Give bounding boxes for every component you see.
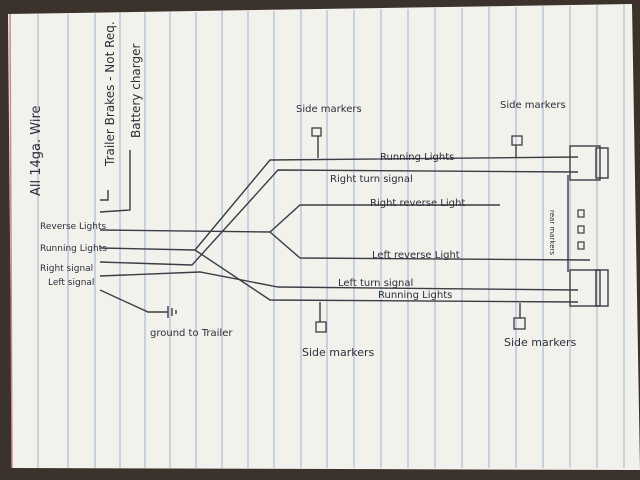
right-reverse-light-wire-label: Right reverse Light xyxy=(370,198,465,209)
wire-harness xyxy=(99,156,591,313)
side-marker-top-left xyxy=(311,127,322,137)
rear-markers-label: rear markers xyxy=(548,210,556,255)
reverse-lights-label: Reverse Lights xyxy=(40,222,106,232)
running-lights-top-wire-label: Running Lights xyxy=(380,152,454,163)
ground-symbol xyxy=(167,306,177,318)
side-marker-bottom-right xyxy=(513,317,526,330)
side-markers-bottom-right-label: Side markers xyxy=(504,336,577,349)
right-tail-light xyxy=(569,145,601,181)
margin-line xyxy=(9,13,13,469)
rear-marker-2 xyxy=(577,225,585,234)
rear-marker-3 xyxy=(577,241,585,250)
trailer-brakes-label: Trailer Brakes - Not Req. xyxy=(103,21,117,167)
side-markers-top-left-label: Side markers xyxy=(296,104,362,115)
side-markers-bottom-left-label: Side markers xyxy=(302,346,375,359)
rear-marker-1 xyxy=(577,209,585,218)
side-marker-bottom-left xyxy=(315,321,327,333)
left-signal-label: Left signal xyxy=(48,278,94,288)
left-tail-light xyxy=(569,269,601,307)
right-turn-signal-wire-label: Right turn signal xyxy=(330,174,413,185)
left-turn-signal-wire-label: Left turn signal xyxy=(338,278,413,289)
left-tail-light-cap xyxy=(595,269,609,307)
right-tail-light-cap xyxy=(595,147,609,179)
running-lights-label: Running Lights xyxy=(40,244,107,254)
side-marker-top-right xyxy=(511,135,523,146)
charger-wire xyxy=(99,150,131,213)
side-markers-top-right-label: Side markers xyxy=(500,100,566,111)
notebook-paper xyxy=(8,4,640,470)
right-signal-label: Right signal xyxy=(40,264,93,274)
left-reverse-light-wire-label: Left reverse Light xyxy=(372,250,460,261)
battery-charger-label: Battery charger xyxy=(129,43,143,138)
ground-label: ground to Trailer xyxy=(150,328,233,339)
wire-gauge-note: All 14ga. Wire xyxy=(29,105,44,196)
brake-wire xyxy=(100,190,109,201)
ruling-lines xyxy=(37,5,625,468)
running-lights-bottom-wire-label: Running Lights xyxy=(378,290,452,301)
